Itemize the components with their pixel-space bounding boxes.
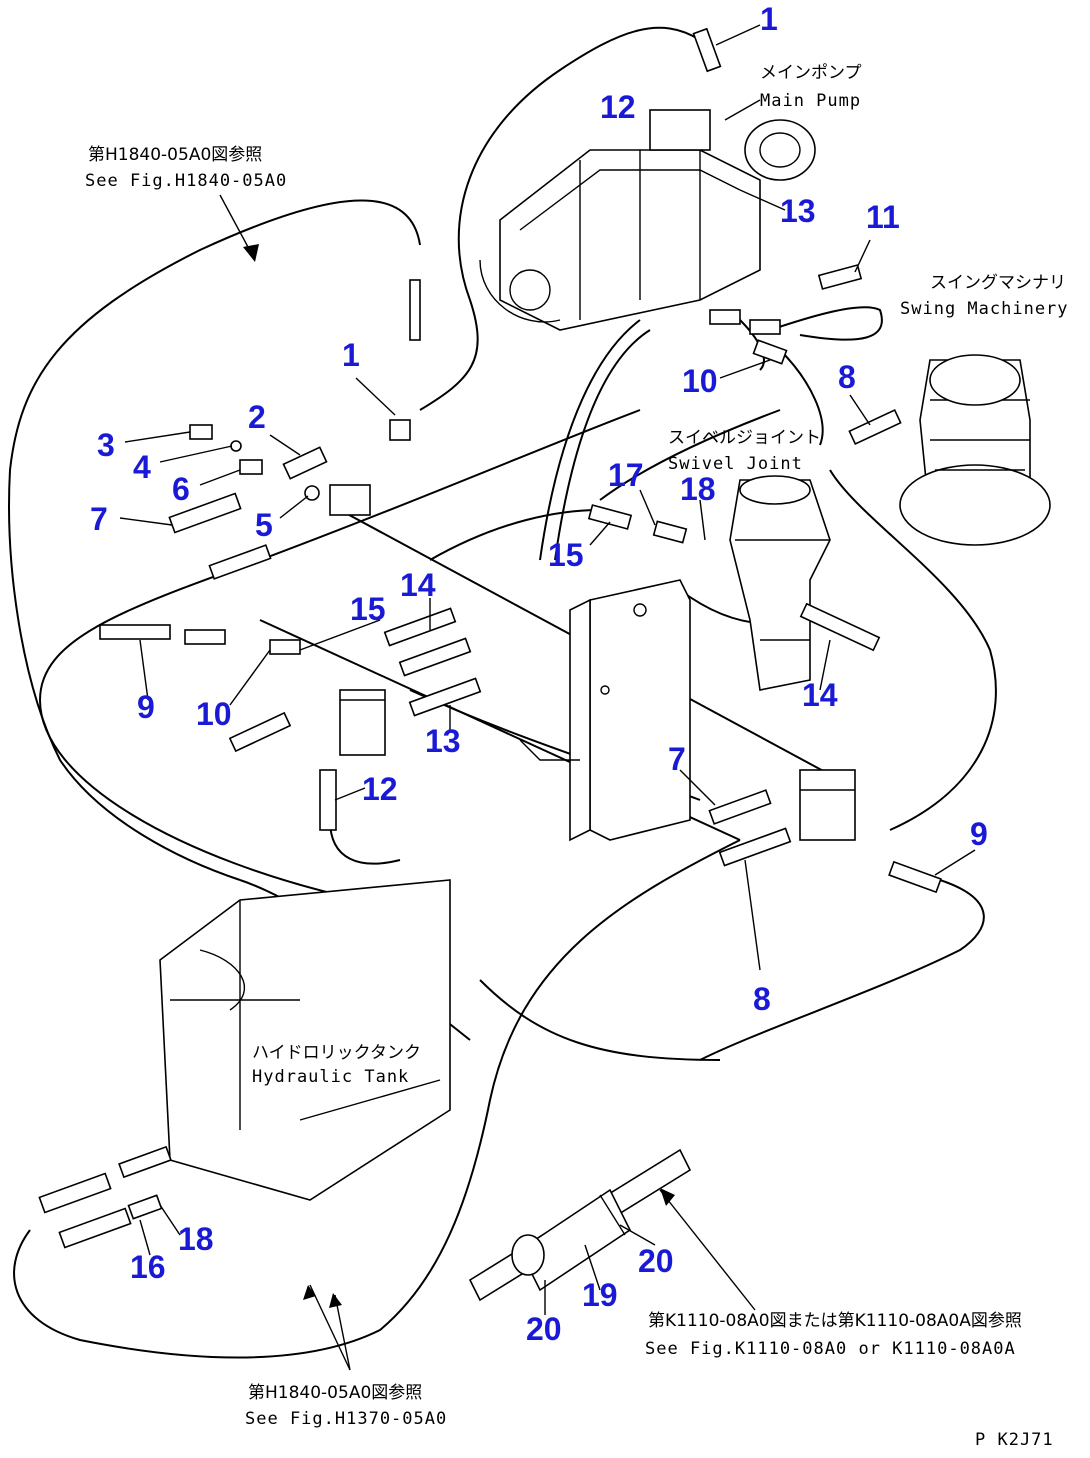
main-pump-illustration [479, 109, 816, 331]
part-callout: 6 [172, 471, 190, 507]
part-callout: 13 [425, 723, 461, 759]
swivel-joint-label: Swivel Joint [668, 454, 803, 474]
swing-machinery-label-jp: スイングマシナリ [930, 273, 1066, 293]
frame-code: P K2J71 [975, 1430, 1054, 1450]
part-callout: 18 [680, 471, 716, 507]
part-callout: 20 [526, 1311, 562, 1347]
arrowhead [303, 1285, 316, 1300]
part-callout: 8 [753, 981, 771, 1017]
part-callouts: 1 1 2 3 4 5 6 7 7 8 8 9 9 10 10 11 12 12… [90, 1, 988, 1347]
part-callout: 9 [970, 816, 988, 852]
part-callout: 4 [133, 449, 151, 485]
hose-fittings [38, 27, 942, 1249]
bracket-illustration [519, 579, 691, 842]
part-callout: 19 [582, 1277, 618, 1313]
part-callout: 2 [248, 399, 266, 435]
part-callout: 20 [638, 1243, 674, 1279]
part-callout: 13 [780, 193, 816, 229]
reference-top: See Fig.H1840-05A0 [85, 171, 287, 191]
swivel-joint-illustration [729, 475, 831, 691]
arrowhead [660, 1188, 675, 1206]
part-callout: 8 [838, 359, 856, 395]
part-callout: 7 [668, 741, 686, 777]
part-callout: 15 [350, 591, 386, 627]
part-callout: 9 [137, 689, 155, 725]
part-callout: 1 [760, 1, 778, 37]
main-pump-label: Main Pump [760, 91, 861, 111]
part-callout: 16 [130, 1249, 166, 1285]
part-callout: 3 [97, 427, 115, 463]
hydraulic-tank-label-jp: ハイドロリックタンク [252, 1043, 421, 1063]
arrowhead [243, 244, 259, 262]
part-callout: 11 [866, 199, 900, 235]
reference-right-jp: 第K1110-08A0図または第K1110-08A0A図参照 [648, 1311, 1022, 1331]
part-callout: 10 [682, 363, 718, 399]
reference-top-jp: 第H1840-05A0図参照 [88, 145, 262, 165]
part-callout: 7 [90, 501, 108, 537]
swing-machinery-label: Swing Machinery [900, 299, 1069, 319]
valve-blocks [329, 484, 856, 841]
part-callout: 12 [362, 771, 398, 807]
main-pump-label-jp: メインポンプ [760, 63, 862, 83]
reference-right: See Fig.K1110-08A0 or K1110-08A0A [645, 1339, 1016, 1359]
arrowhead [329, 1293, 342, 1308]
swing-machinery-illustration [899, 354, 1051, 546]
part-callout: 14 [400, 567, 436, 603]
part-callout: 14 [802, 677, 838, 713]
part-callout: 12 [600, 89, 636, 125]
leader-lines [119, 24, 976, 1371]
part-callout: 18 [178, 1221, 214, 1257]
part-callout: 17 [608, 457, 644, 493]
reference-bottom: See Fig.H1370-05A0 [245, 1409, 447, 1429]
part-callout: 1 [342, 337, 360, 373]
part-callout: 5 [255, 507, 273, 543]
part-callout: 15 [548, 537, 584, 573]
swivel-joint-label-jp: スイベルジョイント [668, 428, 821, 448]
reference-bottom-jp: 第H1840-05A0図参照 [248, 1383, 422, 1403]
hose-lines [8, 26, 997, 1359]
hydraulic-tank-illustration [159, 879, 451, 1201]
hydraulic-tank-label: Hydraulic Tank [252, 1067, 409, 1087]
part-callout: 10 [196, 696, 232, 732]
